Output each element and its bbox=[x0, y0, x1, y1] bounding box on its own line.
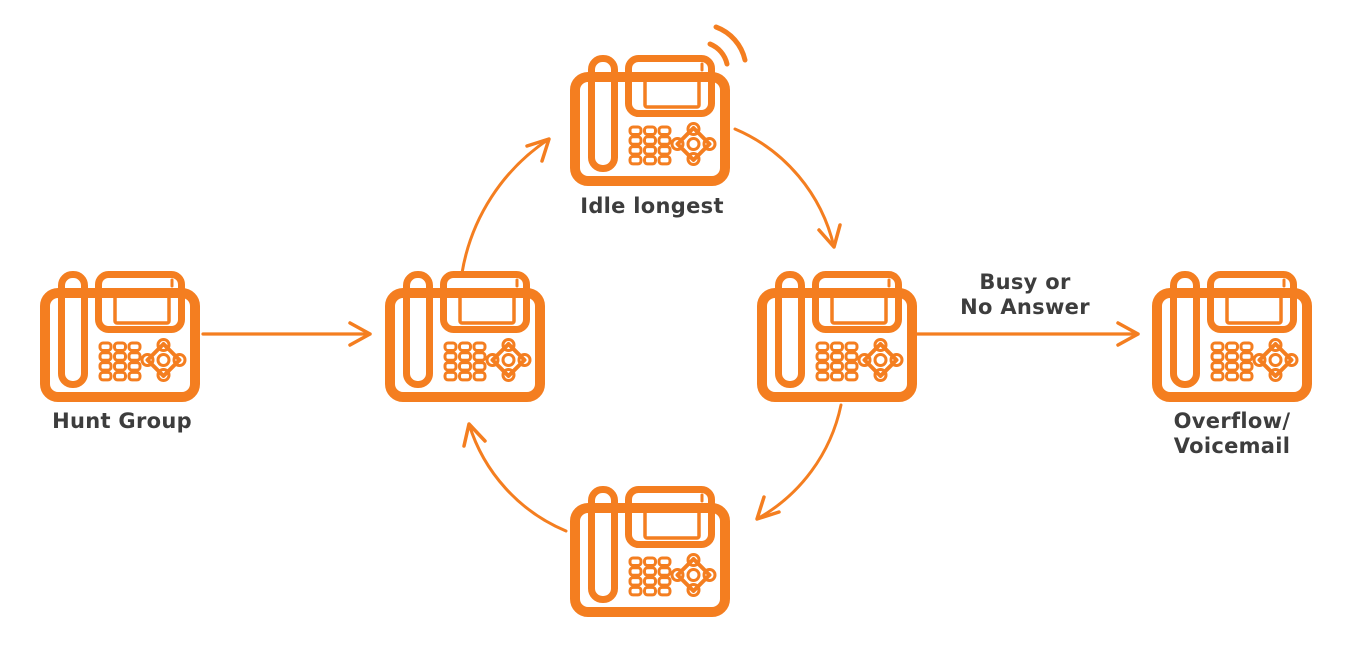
arrow-cycle-right-to-bottom bbox=[755, 403, 843, 521]
arrow-inbound bbox=[201, 321, 372, 347]
idle-longest-label: Idle longest bbox=[580, 194, 724, 218]
ringing-waves-icon bbox=[707, 24, 748, 67]
desk-phone-icon bbox=[570, 52, 730, 187]
arrow-cycle-bottom-to-left bbox=[462, 422, 568, 533]
desk-phone-icon bbox=[40, 268, 200, 403]
arrow-cycle-top-to-right bbox=[733, 127, 842, 249]
overflow-voicemail-label: Overflow/ Voicemail bbox=[1152, 409, 1312, 459]
overflow-label-line1: Overflow/ bbox=[1173, 409, 1291, 433]
node-member-right bbox=[757, 268, 917, 403]
busy-label-line1: Busy or bbox=[979, 270, 1071, 294]
arrow-overflow bbox=[914, 321, 1140, 347]
busy-label-line2: No Answer bbox=[960, 295, 1090, 319]
desk-phone-icon bbox=[570, 483, 730, 618]
busy-or-no-answer-label: Busy or No Answer bbox=[943, 270, 1107, 320]
node-member-bottom bbox=[570, 483, 730, 618]
desk-phone-icon bbox=[757, 268, 917, 403]
node-hunt-group bbox=[40, 268, 200, 403]
desk-phone-icon bbox=[1152, 268, 1312, 403]
node-member-left bbox=[385, 268, 545, 403]
hunt-group-label: Hunt Group bbox=[52, 409, 192, 433]
node-member-top-ringing bbox=[570, 52, 730, 187]
arrow-cycle-left-to-top bbox=[460, 137, 551, 275]
desk-phone-icon bbox=[385, 268, 545, 403]
overflow-label-line2: Voicemail bbox=[1173, 434, 1291, 458]
node-overflow bbox=[1152, 268, 1312, 403]
